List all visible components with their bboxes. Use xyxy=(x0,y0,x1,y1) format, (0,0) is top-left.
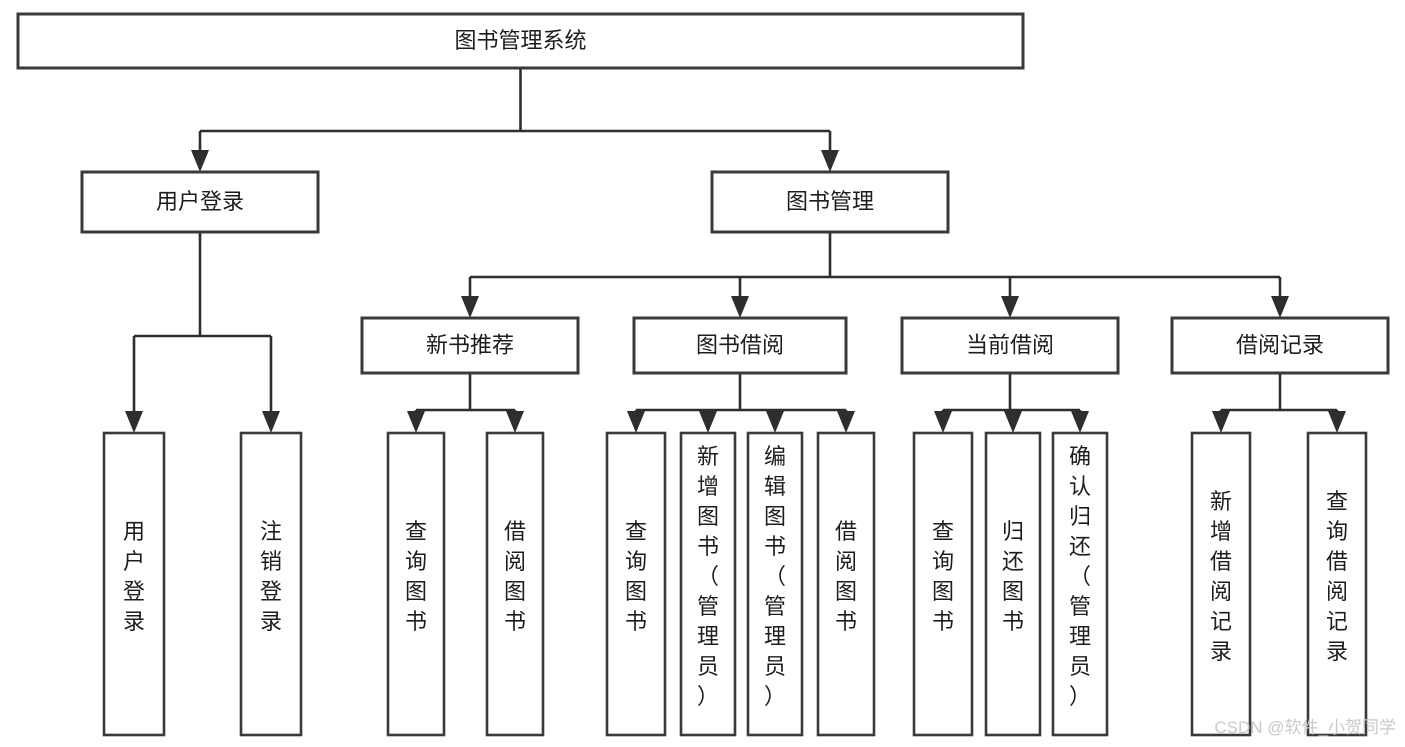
node-leaf-图书借阅-0-box[interactable] xyxy=(605,431,667,737)
node-leaf-图书借阅-3[interactable]: 借阅图书 xyxy=(816,431,876,737)
node-leaf-新书推荐-1-label: 借阅图书 xyxy=(504,519,526,634)
node-level2-3[interactable]: 借阅记录 xyxy=(1170,316,1390,375)
node-level2-3-box[interactable] xyxy=(1170,316,1390,375)
node-level1-0[interactable]: 用户登录 xyxy=(80,170,320,234)
node-leaf-用户登录-1-box[interactable] xyxy=(239,431,303,737)
level2-1-to-leaves-arrow-2 xyxy=(766,411,784,433)
node-level1-1-box[interactable] xyxy=(710,170,950,234)
node-layer: 图书管理系统用户登录图书管理新书推荐图书借阅当前借阅借阅记录用户登录注销登录查询… xyxy=(16,12,1390,737)
connector-layer xyxy=(125,68,1346,433)
node-leaf-图书借阅-1-label: 新增图书（管理员） xyxy=(697,444,719,709)
node-leaf-图书借阅-2-label: 编辑图书（管理员） xyxy=(764,444,786,709)
node-level1-0-label: 用户登录 xyxy=(156,189,244,214)
level2-2-to-leaves-arrow-1 xyxy=(1004,411,1022,433)
node-leaf-图书借阅-3-box[interactable] xyxy=(816,431,876,737)
node-leaf-新书推荐-0-box[interactable] xyxy=(386,431,446,737)
node-leaf-当前借阅-2-label: 确认归还（管理员） xyxy=(1069,444,1091,709)
node-leaf-用户登录-1-label: 注销登录 xyxy=(260,519,282,634)
node-root-book-management-system-box[interactable] xyxy=(16,12,1025,70)
level2-2-to-leaves-arrow-2 xyxy=(1071,411,1089,433)
node-leaf-新书推荐-1-box[interactable] xyxy=(485,431,545,737)
book-mgmt-to-level2-arrow-3 xyxy=(1271,296,1289,318)
node-level2-2-label: 当前借阅 xyxy=(966,332,1054,357)
book-mgmt-to-level2-arrow-2 xyxy=(1001,296,1019,318)
node-level2-0[interactable]: 新书推荐 xyxy=(360,316,580,375)
node-leaf-当前借阅-0[interactable]: 查询图书 xyxy=(912,431,974,737)
root-to-level1-arrow-1 xyxy=(821,150,839,172)
node-level2-2-box[interactable] xyxy=(900,316,1120,375)
node-leaf-用户登录-0-box[interactable] xyxy=(102,431,166,737)
node-leaf-图书借阅-2-box[interactable] xyxy=(746,431,804,737)
node-leaf-借阅记录-0-label: 新增借阅记录 xyxy=(1210,489,1232,664)
node-level2-0-label: 新书推荐 xyxy=(426,332,514,357)
node-leaf-当前借阅-1[interactable]: 归还图书 xyxy=(984,431,1042,737)
node-level2-0-box[interactable] xyxy=(360,316,580,375)
node-leaf-借阅记录-0[interactable]: 新增借阅记录 xyxy=(1190,431,1252,737)
node-leaf-新书推荐-1[interactable]: 借阅图书 xyxy=(485,431,545,737)
node-leaf-当前借阅-2-box[interactable] xyxy=(1051,431,1109,737)
node-leaf-当前借阅-1-box[interactable] xyxy=(984,431,1042,737)
node-leaf-用户登录-1[interactable]: 注销登录 xyxy=(239,431,303,737)
level2-0-to-leaves-arrow-0 xyxy=(407,411,425,433)
node-leaf-借阅记录-0-box[interactable] xyxy=(1190,431,1252,737)
node-leaf-用户登录-0-label: 用户登录 xyxy=(123,519,145,634)
level2-1-to-leaves-arrow-3 xyxy=(837,411,855,433)
node-level2-1[interactable]: 图书借阅 xyxy=(632,316,848,375)
node-leaf-当前借阅-0-label: 查询图书 xyxy=(932,519,954,634)
node-level2-2[interactable]: 当前借阅 xyxy=(900,316,1120,375)
node-leaf-用户登录-0[interactable]: 用户登录 xyxy=(102,431,166,737)
csdn-watermark: CSDN @软件_小贺同学 xyxy=(1214,718,1396,737)
level2-1-to-leaves-arrow-1 xyxy=(699,411,717,433)
node-leaf-借阅记录-1-box[interactable] xyxy=(1306,431,1368,737)
node-leaf-图书借阅-1-box[interactable] xyxy=(679,431,737,737)
node-root-book-management-system-label: 图书管理系统 xyxy=(454,28,586,53)
book-mgmt-to-level2-arrow-1 xyxy=(731,296,749,318)
node-leaf-当前借阅-0-box[interactable] xyxy=(912,431,974,737)
book-mgmt-to-level2-arrow-0 xyxy=(461,296,479,318)
user-login-to-leaves-arrow-1 xyxy=(262,411,280,433)
node-leaf-借阅记录-1[interactable]: 查询借阅记录 xyxy=(1306,431,1368,737)
node-level1-1-label: 图书管理 xyxy=(786,189,874,214)
level2-3-to-leaves-arrow-1 xyxy=(1328,411,1346,433)
node-leaf-图书借阅-1[interactable]: 新增图书（管理员） xyxy=(679,431,737,737)
root-to-level1-arrow-0 xyxy=(191,150,209,172)
node-level1-0-box[interactable] xyxy=(80,170,320,234)
node-level2-1-label: 图书借阅 xyxy=(696,332,784,357)
node-leaf-图书借阅-2[interactable]: 编辑图书（管理员） xyxy=(746,431,804,737)
node-leaf-图书借阅-3-label: 借阅图书 xyxy=(835,519,857,634)
node-leaf-图书借阅-0[interactable]: 查询图书 xyxy=(605,431,667,737)
node-level1-1[interactable]: 图书管理 xyxy=(710,170,950,234)
user-login-to-leaves-arrow-0 xyxy=(125,411,143,433)
node-leaf-图书借阅-0-label: 查询图书 xyxy=(625,519,647,634)
node-root-book-management-system[interactable]: 图书管理系统 xyxy=(16,12,1025,70)
node-leaf-当前借阅-1-label: 归还图书 xyxy=(1002,519,1024,634)
node-level2-3-label: 借阅记录 xyxy=(1236,332,1324,357)
node-leaf-新书推荐-0-label: 查询图书 xyxy=(405,519,427,634)
node-leaf-新书推荐-0[interactable]: 查询图书 xyxy=(386,431,446,737)
node-leaf-借阅记录-1-label: 查询借阅记录 xyxy=(1326,489,1348,664)
level2-2-to-leaves-arrow-0 xyxy=(934,411,952,433)
level2-0-to-leaves-arrow-1 xyxy=(506,411,524,433)
level2-3-to-leaves-arrow-0 xyxy=(1212,411,1230,433)
node-leaf-当前借阅-2[interactable]: 确认归还（管理员） xyxy=(1051,431,1109,737)
node-level2-1-box[interactable] xyxy=(632,316,848,375)
level2-1-to-leaves-arrow-0 xyxy=(627,411,645,433)
